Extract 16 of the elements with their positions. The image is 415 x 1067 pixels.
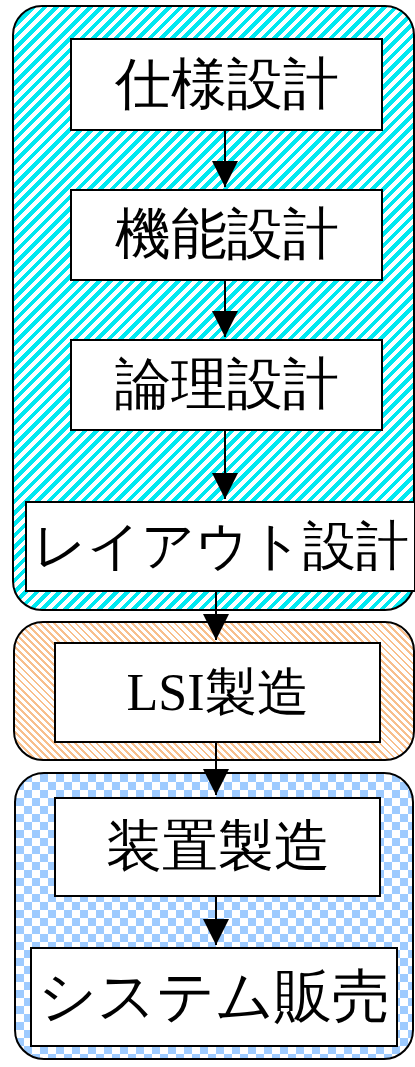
process-box: 機能設計 bbox=[70, 189, 383, 281]
process-box: 装置製造 bbox=[54, 797, 381, 897]
process-box: LSI製造 bbox=[54, 642, 381, 743]
arrow bbox=[203, 894, 229, 946]
process-box: 仕様設計 bbox=[70, 38, 383, 131]
arrow bbox=[212, 128, 238, 188]
arrow bbox=[212, 278, 238, 338]
process-box: システム販売 bbox=[30, 947, 398, 1047]
arrow bbox=[203, 589, 229, 641]
group-panel bbox=[12, 5, 415, 611]
process-box: レイアウト設計 bbox=[25, 501, 415, 592]
arrow bbox=[212, 428, 238, 500]
arrow bbox=[203, 740, 229, 796]
process-box: 論理設計 bbox=[70, 339, 383, 431]
group-panel bbox=[14, 772, 414, 1060]
group-panel bbox=[13, 621, 415, 761]
